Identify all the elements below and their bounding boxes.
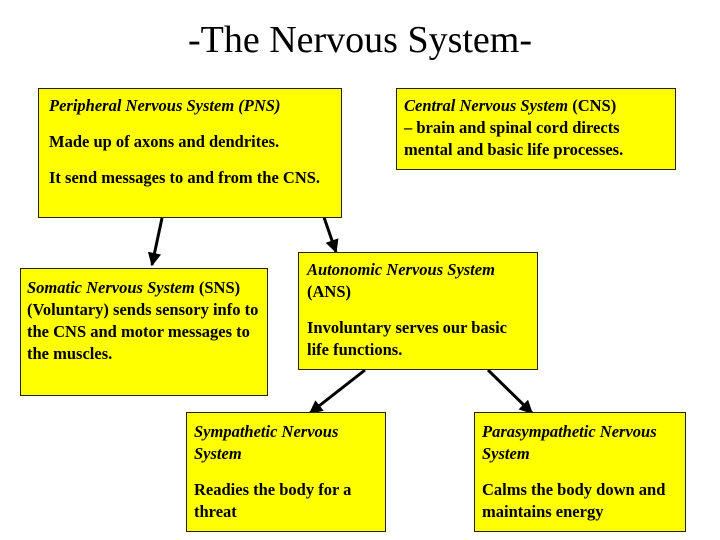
parasympathetic-nervous-system-box: Parasympathetic Nervous System Calms the… — [474, 412, 686, 532]
peripheral-nervous-system-box: Peripheral Nervous System (PNS) Made up … — [38, 88, 342, 218]
arrow-ans-to-sympathetic — [308, 368, 366, 415]
page-title: -The Nervous System- — [187, 19, 533, 61]
cns-name: Central Nervous System — [404, 96, 569, 115]
ans-abbr: (ANS) — [307, 282, 351, 301]
somatic-nervous-system-box: Somatic Nervous System (SNS) (Voluntary)… — [20, 268, 268, 396]
arrow-ans-to-parasympathetic — [486, 368, 534, 415]
autonomic-nervous-system-box: Autonomic Nervous System (ANS) Involunta… — [298, 252, 538, 370]
pns-line1: Made up of axons and dendrites. — [49, 132, 280, 151]
sympathetic-nervous-system-box: Sympathetic Nervous System Readies the b… — [186, 412, 386, 532]
sympathetic-name: Sympathetic Nervous System — [194, 422, 339, 463]
cns-abbr: (CNS) — [568, 96, 617, 115]
sympathetic-desc: Readies the body for a threat — [194, 480, 352, 521]
sns-desc: (SNS) (Voluntary) sends sensory info to … — [27, 278, 259, 363]
parasympathetic-name: Parasympathetic Nervous System — [482, 422, 657, 463]
cns-desc: – brain and spinal cord directs mental a… — [404, 118, 624, 159]
pns-line2: It send messages to and from the CNS. — [49, 168, 321, 187]
central-nervous-system-box: Central Nervous System (CNS) – brain and… — [396, 88, 676, 170]
ans-desc: Involuntary serves our basic life functi… — [307, 318, 507, 359]
ans-name: Autonomic Nervous System — [307, 260, 495, 279]
arrow-pns-to-sns — [147, 217, 164, 267]
sns-name: Somatic Nervous System — [27, 278, 195, 297]
parasympathetic-desc: Calms the body down and maintains energy — [482, 480, 666, 521]
pns-name: Peripheral Nervous System (PNS) — [49, 96, 281, 115]
